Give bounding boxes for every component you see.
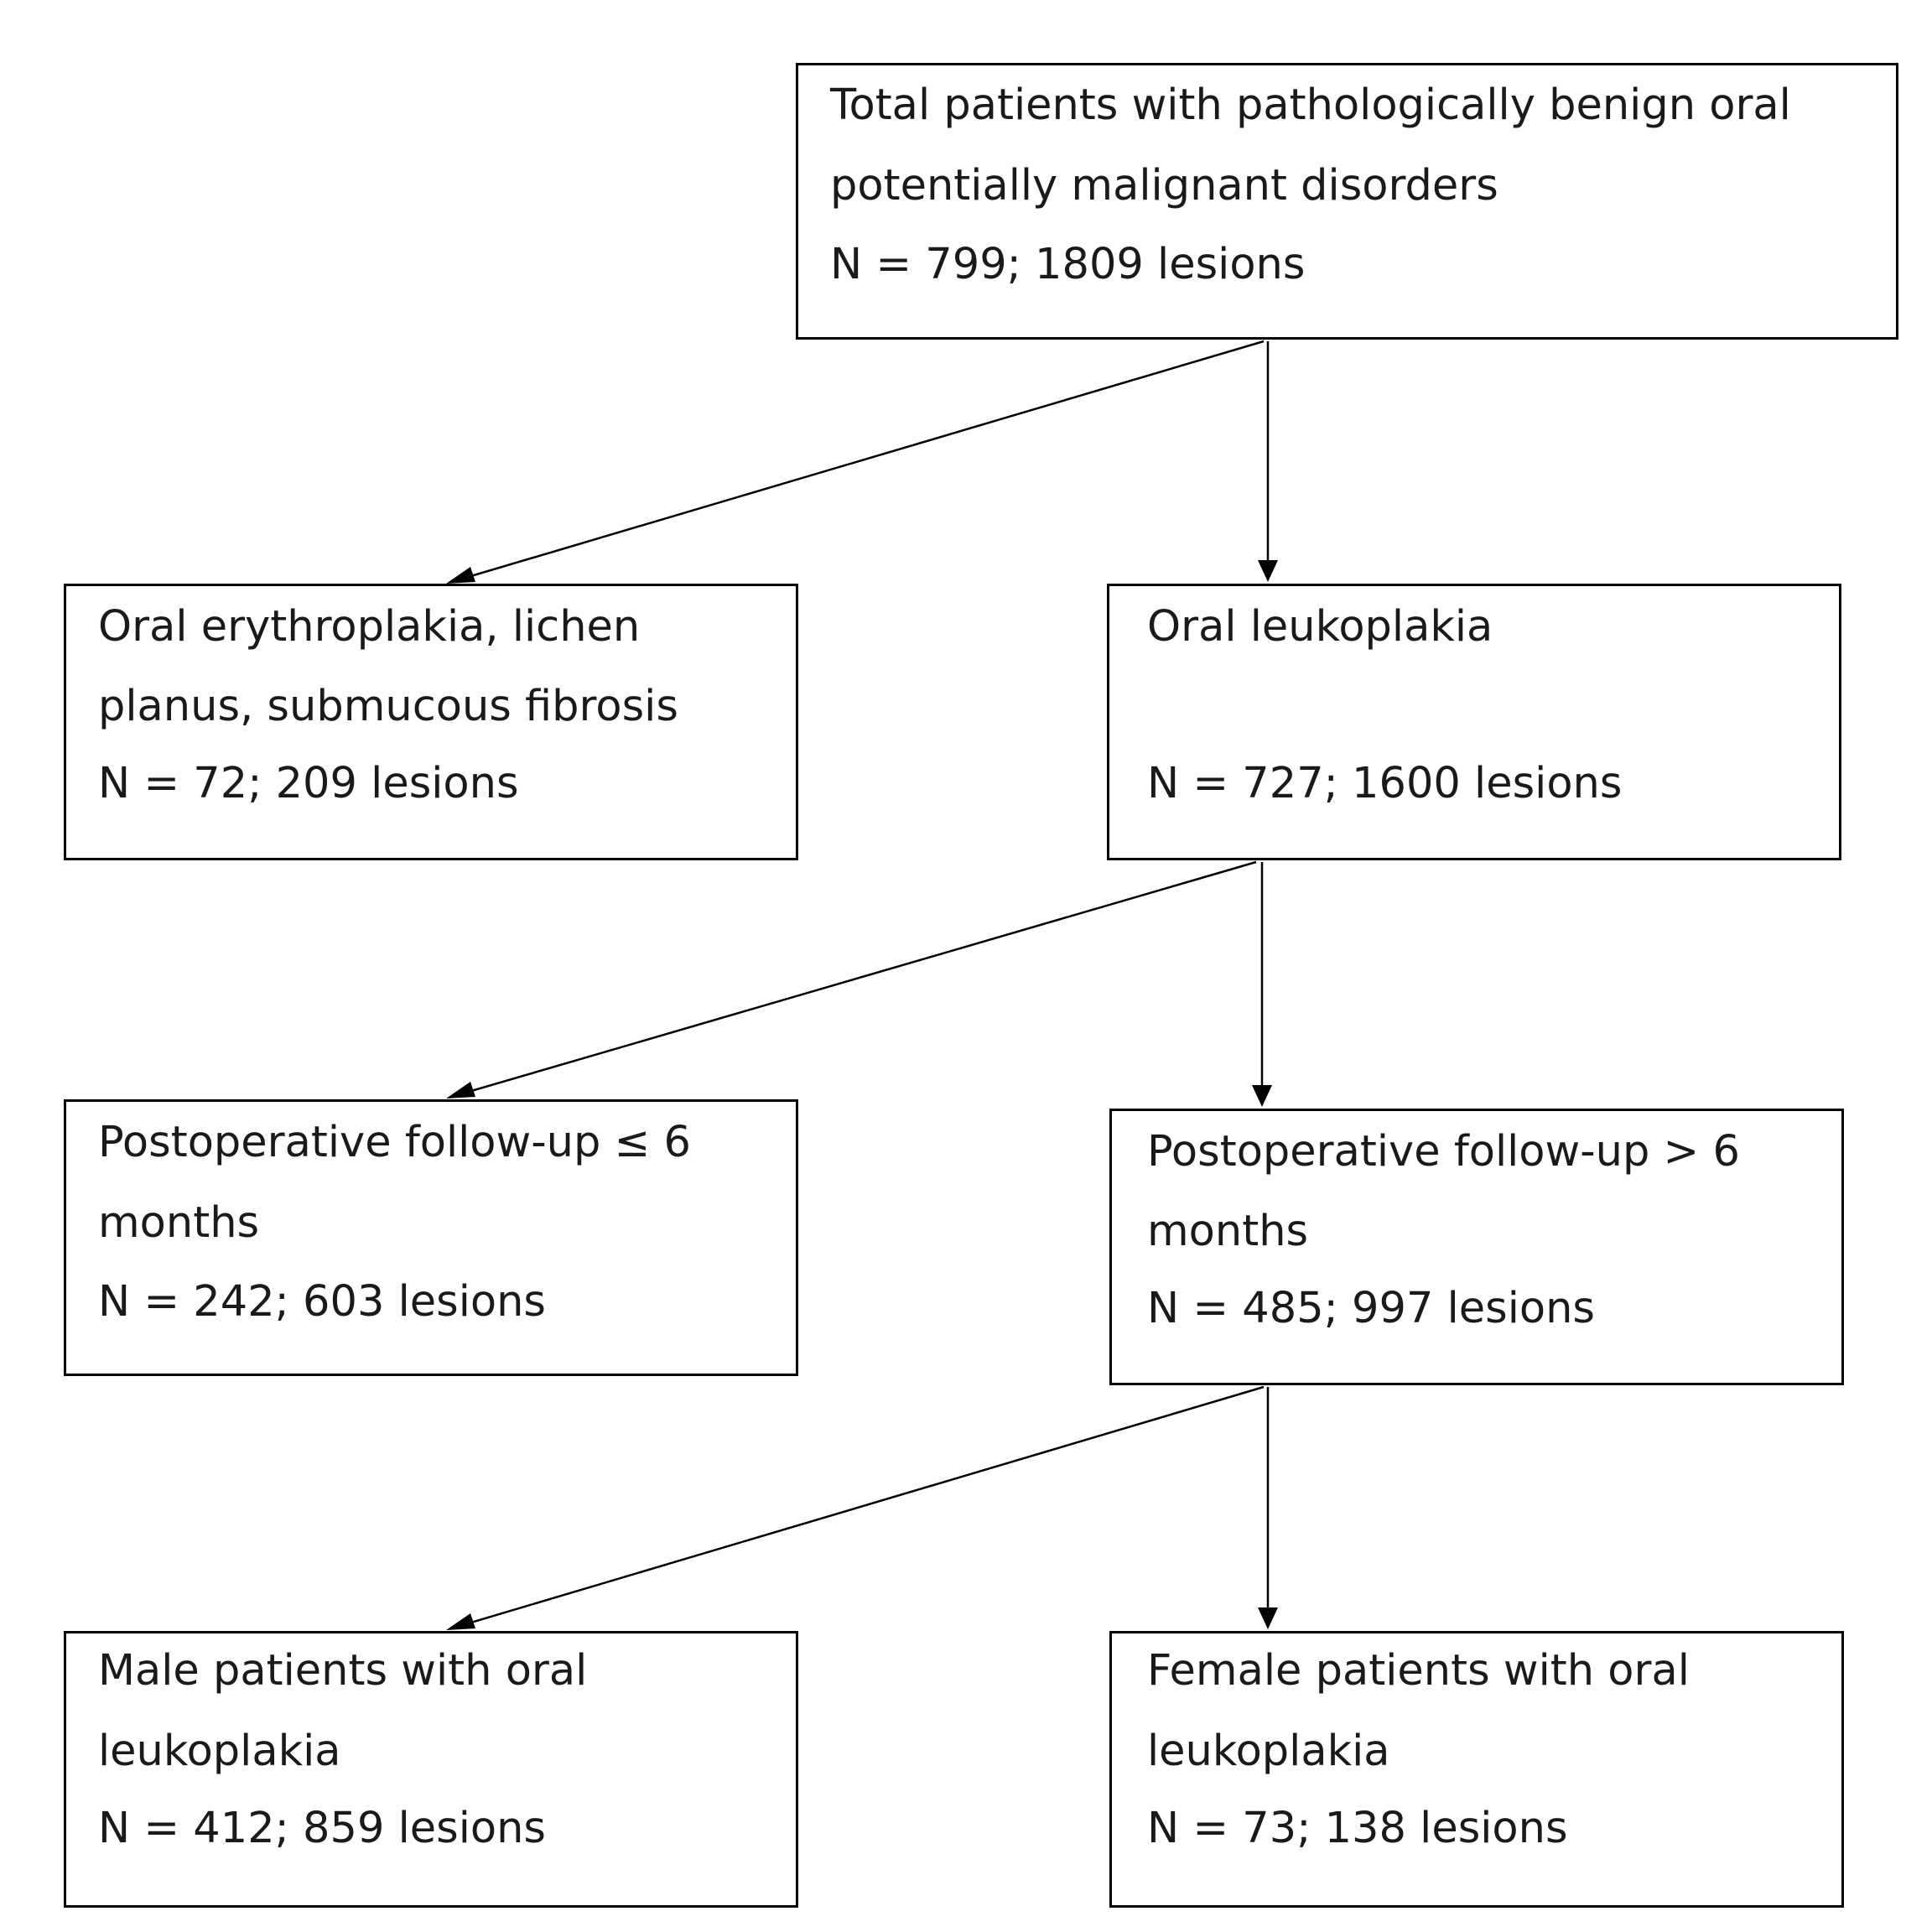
node-oral-leukoplakia: Oral leukoplakia N = 727; 1600 lesions — [1107, 584, 1841, 860]
node-long-followup-line-2: months — [1147, 1207, 1309, 1256]
arrowhead-leukoplakia-to-long-followup — [1252, 1085, 1272, 1107]
node-other-line-1: Oral erythroplakia, lichen — [98, 602, 641, 652]
node-short-followup-line-3: N = 242; 603 lesions — [98, 1277, 546, 1327]
node-leukoplakia-line-3: N = 727; 1600 lesions — [1147, 759, 1623, 808]
node-short-followup: Postoperative follow-up ≤ 6 months N = 242… — [64, 1099, 798, 1376]
node-male-line-3: N = 412; 859 lesions — [98, 1804, 546, 1853]
node-other-line-3: N = 72; 209 lesions — [98, 759, 519, 808]
node-short-followup-line-2: months — [98, 1198, 260, 1248]
arrowhead-long-followup-to-male — [446, 1613, 475, 1630]
node-other-line-2: planus, submucous fibrosis — [98, 682, 678, 731]
node-other-disorders: Oral erythroplakia, lichen planus, submuc… — [64, 584, 798, 860]
arrowhead-long-followup-to-female — [1258, 1607, 1278, 1629]
node-leukoplakia-line-1: Oral leukoplakia — [1147, 602, 1493, 652]
arrowhead-total-to-other — [446, 567, 475, 584]
node-female-patients: Female patients with oral leukoplakia N = … — [1109, 1631, 1844, 1908]
node-long-followup-line-1: Postoperative follow-up > 6 — [1147, 1127, 1740, 1176]
node-male-line-2: leukoplakia — [98, 1727, 341, 1776]
node-total-line-2: potentially malignant disorders — [830, 161, 1498, 210]
node-long-followup-line-3: N = 485; 997 lesions — [1147, 1284, 1595, 1333]
node-female-line-1: Female patients with oral — [1147, 1646, 1690, 1696]
arrow-long-followup-to-male — [450, 1385, 1265, 1630]
arrowhead-total-to-leukoplakia — [1258, 560, 1278, 582]
node-female-line-3: N = 73; 138 lesions — [1147, 1804, 1568, 1853]
node-short-followup-line-1: Postoperative follow-up ≤ 6 — [98, 1118, 691, 1167]
node-male-patients: Male patients with oral leukoplakia N = 41… — [64, 1631, 798, 1908]
node-female-line-2: leukoplakia — [1147, 1727, 1390, 1776]
node-long-followup: Postoperative follow-up > 6 months N = 485… — [1109, 1109, 1844, 1385]
node-total-patients: Total patients with pathologically benig… — [796, 63, 1898, 340]
arrowhead-leukoplakia-to-short-followup — [446, 1082, 475, 1098]
arrow-leukoplakia-to-short-followup — [450, 860, 1257, 1098]
node-total-line-3: N = 799; 1809 lesions — [830, 240, 1306, 289]
node-total-line-1: Total patients with pathologically benig… — [830, 80, 1791, 130]
arrow-total-to-other — [450, 340, 1265, 584]
node-male-line-1: Male patients with oral — [98, 1646, 588, 1696]
